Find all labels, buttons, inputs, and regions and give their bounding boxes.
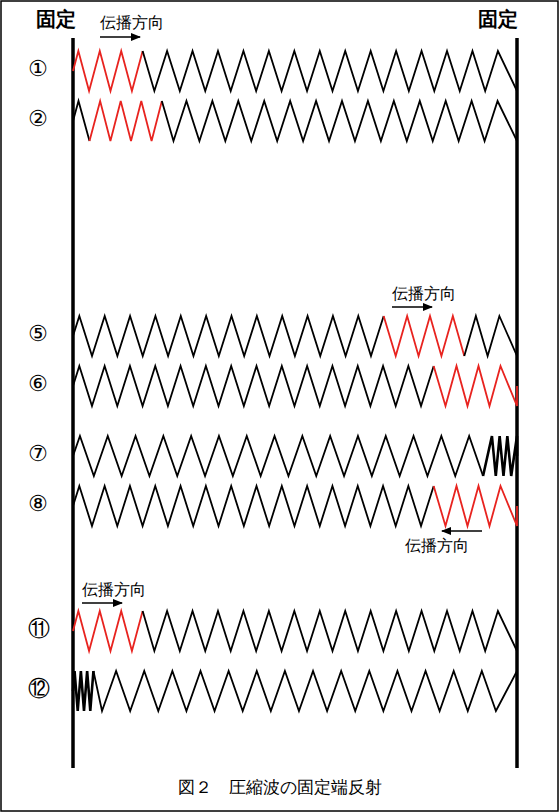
end-label: 固定 <box>36 8 76 30</box>
spring-coil <box>93 671 517 711</box>
direction-arrow <box>442 530 482 532</box>
callout-number: ① <box>28 57 48 81</box>
spring-coil <box>73 486 434 526</box>
callout-number: ⑫ <box>28 677 50 701</box>
spring-coil <box>464 316 517 356</box>
spring-coil <box>73 436 483 476</box>
spring-coil <box>73 366 434 406</box>
spring-coil <box>384 316 465 356</box>
spring-coil <box>434 366 517 406</box>
spring-coil <box>162 101 517 141</box>
direction-arrow <box>82 602 122 604</box>
end-label: 固定 <box>478 8 518 30</box>
callout-number: ⑥ <box>28 372 48 396</box>
callout-number: ⑦ <box>28 442 48 466</box>
direction-label: 伝播方向 <box>392 285 456 303</box>
spring-coil <box>483 436 517 476</box>
direction-label: 伝播方向 <box>405 537 469 555</box>
spring-coil <box>73 101 90 141</box>
spring-coil <box>143 51 517 91</box>
figure-caption: 図２ 圧縮波の固定端反射 <box>178 778 382 797</box>
spring-coil <box>73 671 93 711</box>
direction-label: 伝播方向 <box>100 14 164 32</box>
direction-arrow <box>392 306 432 308</box>
spring-coil <box>434 486 517 526</box>
callout-number: ⑧ <box>28 492 48 516</box>
callout-number: ② <box>28 107 48 131</box>
spring-coil <box>73 611 143 651</box>
direction-arrow <box>100 36 140 38</box>
callout-number: ⑪ <box>28 617 50 641</box>
direction-label: 伝播方向 <box>82 581 146 599</box>
spring-coil <box>143 611 517 651</box>
spring-coil <box>73 51 143 91</box>
callout-number: ⑤ <box>28 322 48 346</box>
fixed-wall <box>71 38 75 768</box>
spring-coil <box>90 101 162 141</box>
spring-coil <box>73 316 384 356</box>
